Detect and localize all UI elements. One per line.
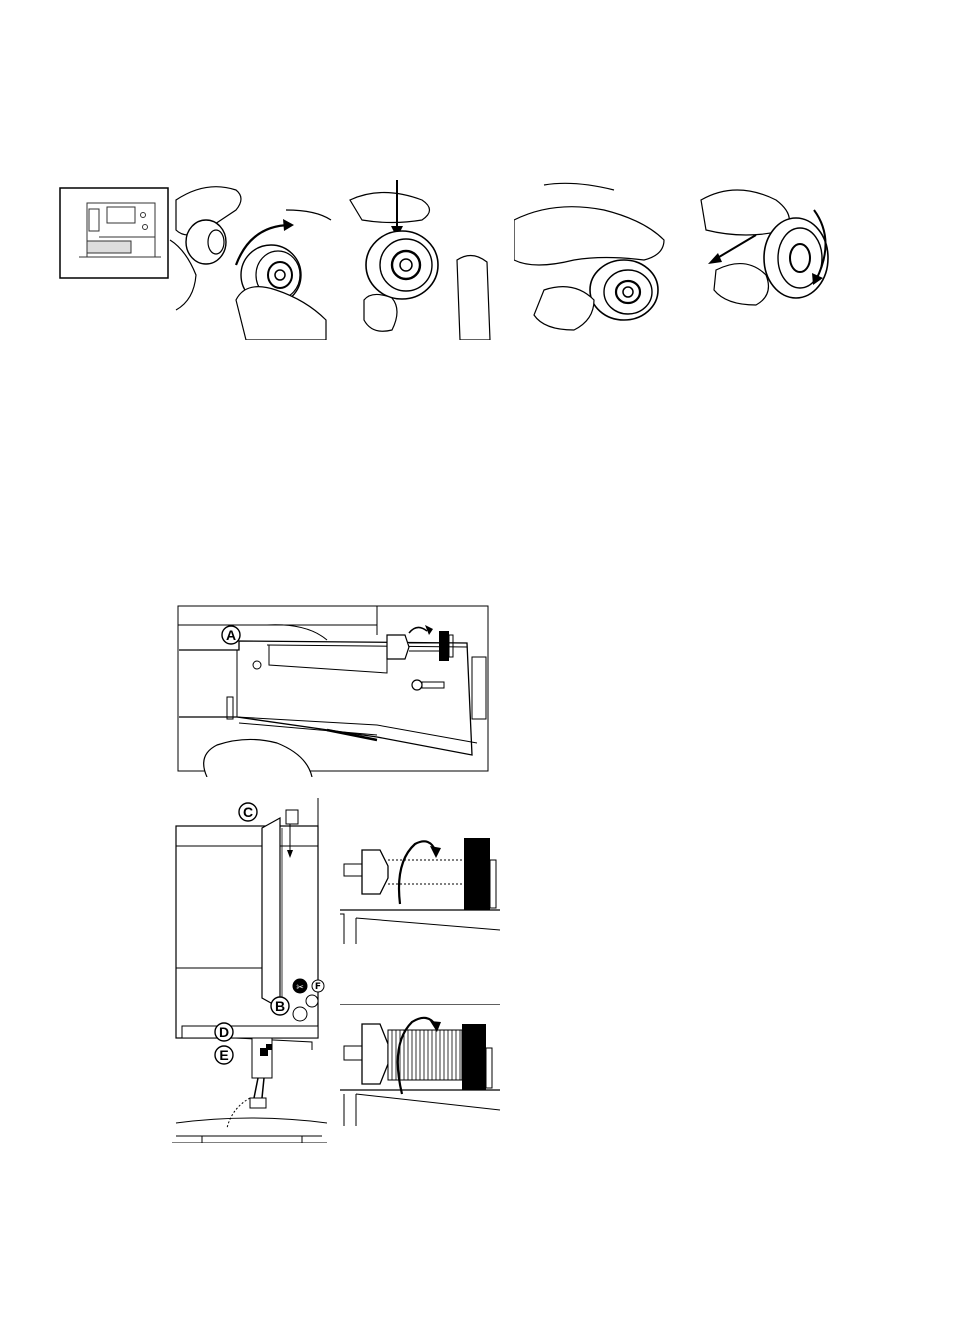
step-2-press-bobbin: [342, 180, 512, 340]
step-1-insert-bobbin: [166, 180, 336, 340]
callout-b: B: [275, 998, 285, 1014]
bobbin-winder-full-detail: [340, 1004, 502, 1128]
callout-d: D: [219, 1024, 229, 1040]
bobbin-winder-empty-detail: [340, 822, 502, 946]
scissors-button-label: ✂: [296, 983, 304, 993]
callout-e: E: [219, 1047, 228, 1063]
callout-c: C: [243, 804, 253, 820]
bobbin-winder-top-view: A: [177, 605, 492, 777]
step-4-pull-thread: [686, 180, 846, 340]
machine-front-view: ✂ F C B D E: [172, 798, 327, 1143]
machine-overview-thumbnail: [59, 187, 169, 279]
f-button-label: F: [315, 982, 321, 992]
callout-a: A: [226, 627, 236, 643]
step-3-hold-bobbin-case: [514, 180, 684, 340]
